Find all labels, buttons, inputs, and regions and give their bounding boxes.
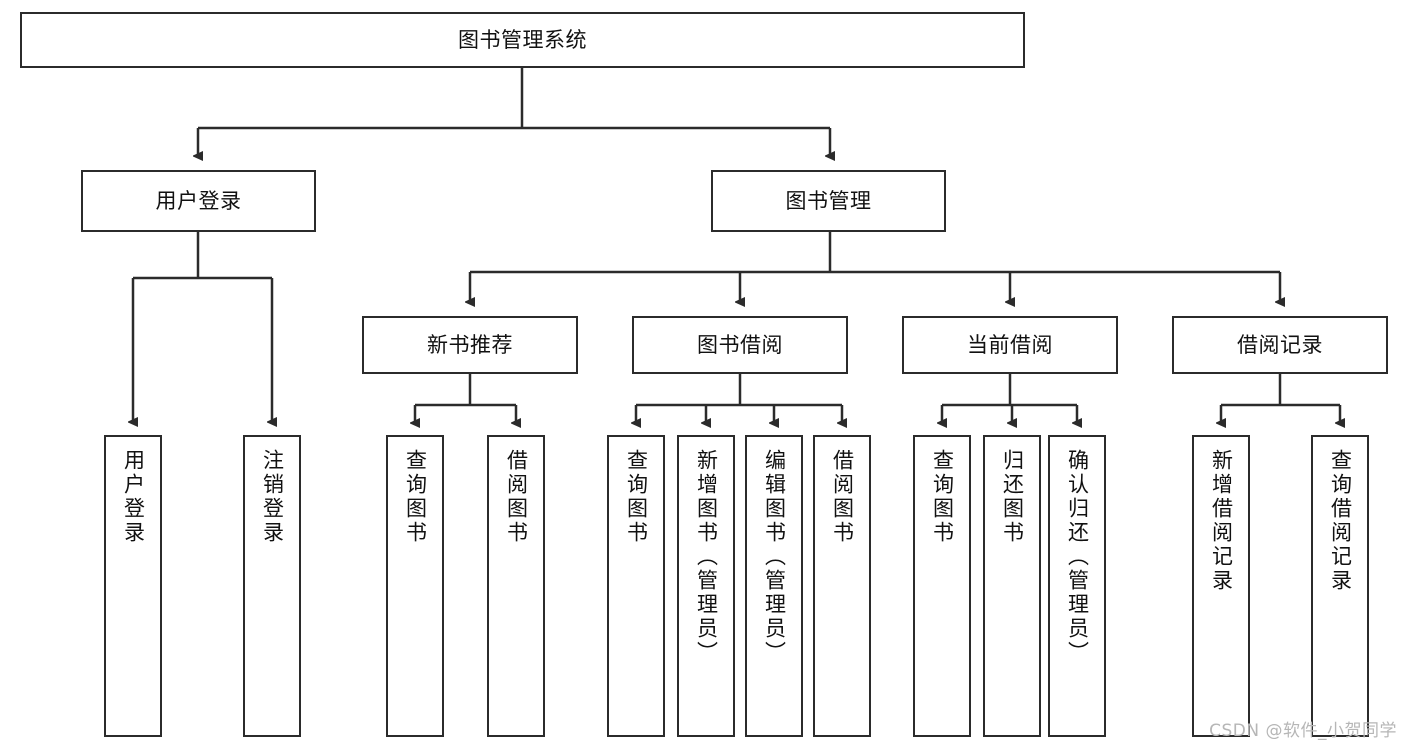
- node-leaf-query-book-borrow[interactable]: 查询图书: [607, 435, 665, 737]
- node-leaf-add-borrow-record[interactable]: 新增借阅记录: [1192, 435, 1250, 737]
- node-leaf-user-login[interactable]: 用户登录: [104, 435, 162, 737]
- node-current-borrow[interactable]: 当前借阅: [902, 316, 1118, 374]
- node-borrow-records-label: 借阅记录: [1237, 332, 1323, 357]
- node-root[interactable]: 图书管理系统: [20, 12, 1025, 68]
- node-leaf-query-borrow-record[interactable]: 查询借阅记录: [1311, 435, 1369, 737]
- node-borrow-records[interactable]: 借阅记录: [1172, 316, 1388, 374]
- node-leaf-user-login-label: 用户登录: [121, 449, 146, 545]
- node-leaf-edit-book-admin[interactable]: 编辑图书（管理员）: [745, 435, 803, 737]
- node-leaf-user-logout-label: 注销登录: [260, 449, 285, 545]
- node-current-borrow-label: 当前借阅: [967, 332, 1053, 357]
- node-leaf-user-logout[interactable]: 注销登录: [243, 435, 301, 737]
- node-leaf-borrow-book-rec-label: 借阅图书: [504, 449, 529, 545]
- csdn-watermark: CSDN @软件_小贺同学: [1209, 721, 1397, 741]
- node-leaf-query-book-borrow-label: 查询图书: [624, 449, 649, 545]
- node-leaf-query-book-current[interactable]: 查询图书: [913, 435, 971, 737]
- node-leaf-return-book[interactable]: 归还图书: [983, 435, 1041, 737]
- node-leaf-borrow-book-label: 借阅图书: [830, 449, 855, 545]
- node-leaf-query-borrow-record-label: 查询借阅记录: [1328, 449, 1353, 593]
- node-leaf-confirm-return-admin[interactable]: 确认归还（管理员）: [1048, 435, 1106, 737]
- node-leaf-borrow-book[interactable]: 借阅图书: [813, 435, 871, 737]
- node-leaf-add-borrow-record-label: 新增借阅记录: [1209, 449, 1234, 593]
- node-book-borrow[interactable]: 图书借阅: [632, 316, 848, 374]
- node-root-label: 图书管理系统: [458, 27, 587, 52]
- node-new-book-recommend-label: 新书推荐: [427, 332, 513, 357]
- node-book-management[interactable]: 图书管理: [711, 170, 946, 232]
- node-leaf-query-book-current-label: 查询图书: [930, 449, 955, 545]
- node-leaf-borrow-book-rec[interactable]: 借阅图书: [487, 435, 545, 737]
- node-leaf-confirm-return-admin-label: 确认归还（管理员）: [1065, 449, 1090, 665]
- node-user-login-label: 用户登录: [155, 188, 242, 213]
- node-leaf-query-book-rec[interactable]: 查询图书: [386, 435, 444, 737]
- node-leaf-add-book-admin[interactable]: 新增图书（管理员）: [677, 435, 735, 737]
- node-book-management-label: 图书管理: [785, 188, 872, 213]
- node-user-login[interactable]: 用户登录: [81, 170, 316, 232]
- node-new-book-recommend[interactable]: 新书推荐: [362, 316, 578, 374]
- node-book-borrow-label: 图书借阅: [697, 332, 783, 357]
- node-leaf-query-book-rec-label: 查询图书: [403, 449, 428, 545]
- node-leaf-return-book-label: 归还图书: [1000, 449, 1025, 545]
- node-leaf-edit-book-admin-label: 编辑图书（管理员）: [762, 449, 787, 665]
- node-leaf-add-book-admin-label: 新增图书（管理员）: [694, 449, 719, 665]
